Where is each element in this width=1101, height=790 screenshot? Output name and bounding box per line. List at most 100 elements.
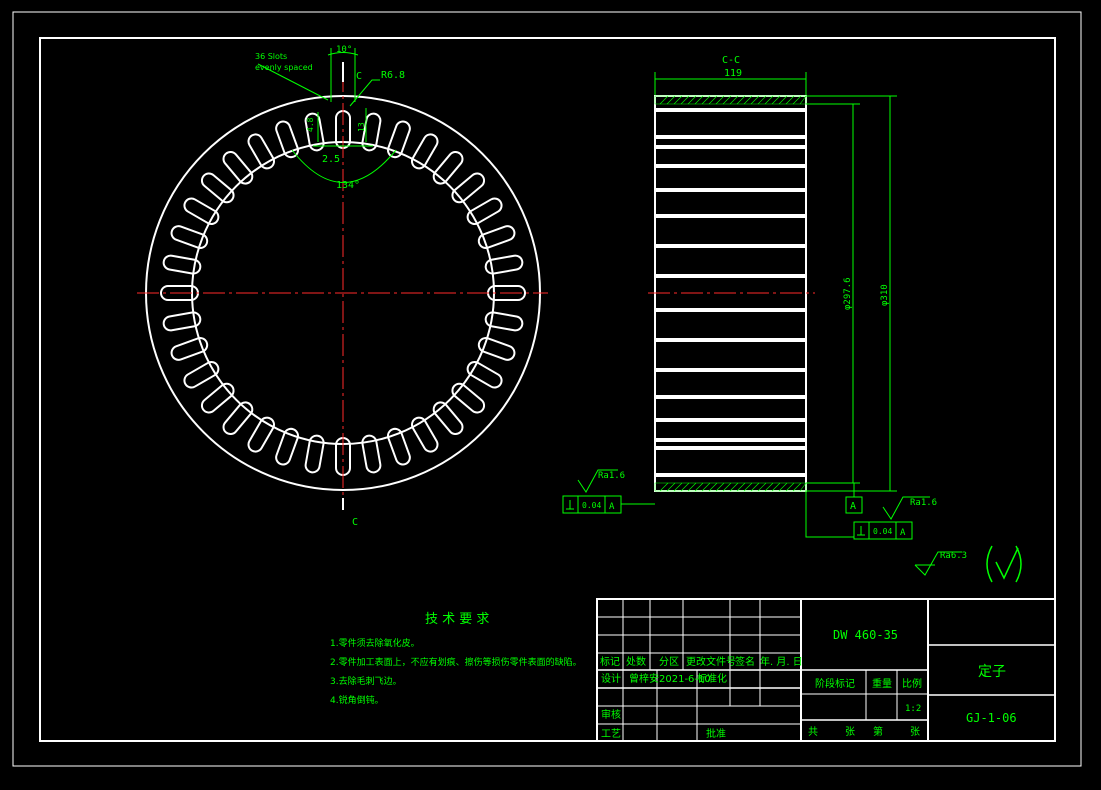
tech-item-3: 3.去除毛刺飞边。 bbox=[330, 675, 402, 687]
tb-h-zone: 分区 bbox=[659, 656, 679, 668]
hatch-line bbox=[736, 95, 746, 105]
slot bbox=[484, 311, 524, 332]
slot bbox=[386, 120, 411, 159]
hatch-line bbox=[743, 482, 753, 492]
hatch-line bbox=[701, 95, 711, 105]
hatch-line bbox=[785, 95, 795, 105]
slot bbox=[432, 401, 464, 436]
hatch-line bbox=[729, 95, 739, 105]
slot bbox=[361, 434, 382, 474]
slot bbox=[275, 427, 300, 466]
section-bar bbox=[655, 135, 806, 139]
hatch-line bbox=[778, 482, 788, 492]
slot bbox=[247, 416, 276, 453]
tb-review: 审核 bbox=[601, 708, 621, 721]
hatch-line bbox=[659, 95, 669, 105]
tb-h-mark: 标记 bbox=[600, 656, 620, 668]
tb-process: 工艺 bbox=[601, 728, 621, 740]
tb-material: DW 460-35 bbox=[833, 628, 898, 642]
section-view: C-C 119 φ297.6 φ310 A Ra1.6 0.04 A bbox=[562, 55, 1022, 583]
hatch-line bbox=[764, 95, 774, 105]
paren-left bbox=[986, 545, 993, 583]
datum-left: A bbox=[609, 502, 615, 512]
section-bar bbox=[655, 214, 806, 218]
hatch-line bbox=[701, 482, 711, 492]
check-mark bbox=[995, 547, 1019, 580]
hatch-line bbox=[792, 482, 802, 492]
slot bbox=[222, 150, 254, 185]
roughness-left: Ra1.6 bbox=[598, 471, 625, 481]
radius-leader bbox=[349, 79, 380, 107]
section-bar bbox=[655, 395, 806, 399]
section-bar bbox=[655, 274, 806, 278]
slot bbox=[183, 197, 220, 226]
hatch-line bbox=[694, 95, 704, 105]
dia-inner-label: φ297.6 bbox=[843, 277, 853, 310]
tb-sheets-unit: 张 bbox=[845, 726, 855, 738]
slot bbox=[410, 416, 439, 453]
slot bbox=[466, 197, 503, 226]
hatch-line bbox=[722, 482, 732, 492]
hatch-line bbox=[694, 482, 704, 492]
slot bbox=[162, 254, 202, 275]
section-bar bbox=[655, 473, 806, 477]
tb-scale-value: 1:2 bbox=[905, 704, 921, 714]
hatch-line bbox=[680, 482, 690, 492]
slot bbox=[477, 336, 516, 361]
hatch-line bbox=[666, 482, 676, 492]
tb-design-date: 2021-6-10 bbox=[659, 674, 711, 685]
tech-item-1: 1.零件须去除氧化皮。 bbox=[330, 637, 420, 649]
slot bbox=[304, 434, 325, 474]
front-view: C C 10° 36 Slots evenly spaced R6.8 4.8 … bbox=[137, 45, 548, 528]
hatch-line bbox=[757, 482, 767, 492]
tb-design-label: 设计 bbox=[601, 672, 621, 685]
angle-arc-bottom bbox=[291, 149, 397, 183]
hatch-line bbox=[743, 95, 753, 105]
angle-arc-top bbox=[327, 52, 359, 56]
slot bbox=[183, 360, 220, 389]
slot-note-line1: 36 Slots bbox=[255, 52, 287, 61]
section-bar bbox=[655, 164, 806, 168]
slot-note-line2: evenly spaced bbox=[255, 63, 313, 72]
slot bbox=[304, 112, 325, 152]
width-label: 2.5 bbox=[322, 154, 340, 165]
hatch-line bbox=[722, 95, 732, 105]
roughness-right: Ra1.6 bbox=[910, 498, 937, 508]
tb-sheet-unit2: 张 bbox=[910, 726, 920, 738]
tb-sheets-total: 共 bbox=[808, 726, 818, 738]
roughness-right-symbol bbox=[882, 496, 930, 520]
tb-sheet-no: 第 bbox=[873, 725, 883, 738]
radius-label: R6.8 bbox=[381, 70, 405, 81]
tb-scale-label: 比例 bbox=[902, 677, 922, 690]
tb-part-name: 定子 bbox=[978, 664, 1006, 680]
dim-right-label: 13 bbox=[357, 122, 366, 132]
fcf-right-leader bbox=[805, 491, 854, 538]
tech-item-4: 4.锐角倒钝。 bbox=[330, 694, 384, 706]
fcf-right-symbol bbox=[857, 526, 865, 536]
hatch-line bbox=[687, 482, 697, 492]
tb-h-sign: 签名 bbox=[735, 655, 755, 668]
roughness-left-symbol bbox=[577, 469, 618, 493]
fcf-left-symbol bbox=[566, 500, 574, 510]
hatch-line bbox=[673, 95, 683, 105]
slot bbox=[432, 150, 464, 185]
section-bar bbox=[655, 145, 806, 149]
slot-note-leader bbox=[257, 63, 329, 101]
hatch-line bbox=[799, 482, 807, 492]
section-bar bbox=[655, 308, 806, 312]
hatch-line bbox=[799, 95, 807, 105]
tb-drawing-no: GJ-1-06 bbox=[966, 711, 1017, 725]
hatch-line bbox=[715, 95, 725, 105]
datum-mark: A bbox=[850, 501, 856, 512]
hatch-line bbox=[729, 482, 739, 492]
tb-standardize: 标准化 bbox=[697, 672, 727, 685]
paren-right bbox=[1015, 545, 1022, 583]
section-bar bbox=[655, 338, 806, 342]
hatch-top bbox=[654, 95, 807, 105]
hatch-line bbox=[673, 482, 683, 492]
slot-group bbox=[160, 110, 526, 476]
width-dim-label: 119 bbox=[724, 68, 742, 79]
tb-stage-mark: 阶段标记 bbox=[815, 677, 855, 690]
slot bbox=[477, 225, 516, 250]
hatch-line bbox=[792, 95, 802, 105]
